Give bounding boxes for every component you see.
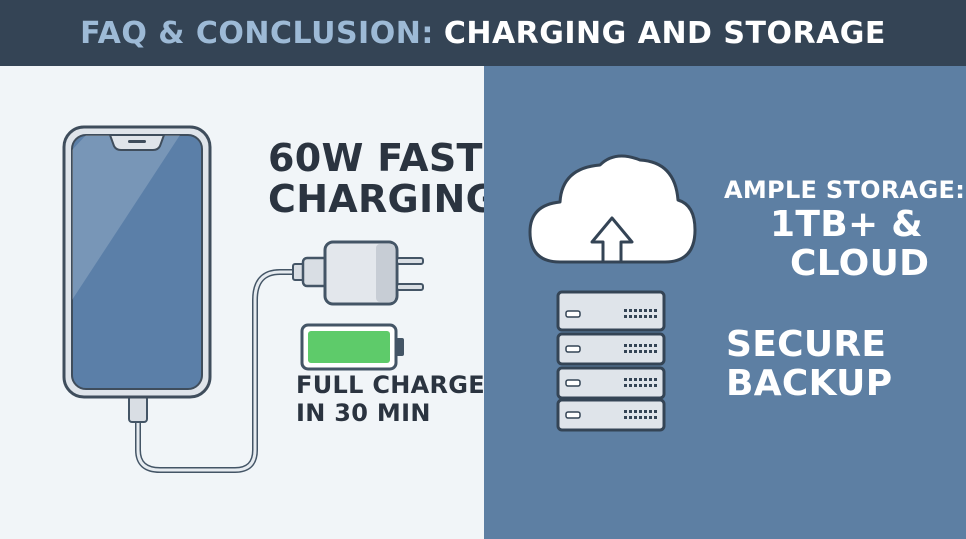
title-banner: FAQ & CONCLUSION: CHARGING AND STORAGE <box>0 0 966 66</box>
title-main: CHARGING AND STORAGE <box>443 15 886 51</box>
charge-time-line1: FULL CHARGE <box>296 371 485 399</box>
backup-label: SECURE BACKUP <box>726 324 893 404</box>
charge-time-line2: IN 30 MIN <box>296 398 431 427</box>
charging-headline: 60W FAST CHARGING <box>268 136 498 222</box>
server-unit <box>556 332 666 366</box>
storage-headline-line3: CLOUD <box>790 242 930 284</box>
backup-label-line1: SECURE <box>726 324 887 365</box>
charge-time-caption: FULL CHARGE IN 30 MIN <box>296 371 485 427</box>
backup-label-line2: BACKUP <box>726 362 893 404</box>
storage-headline: AMPLE STORAGE: 1TB+ & CLOUD <box>724 176 966 284</box>
storage-headline-line1: AMPLE STORAGE: <box>724 176 966 204</box>
storage-headline-line2: 1TB+ & <box>770 203 923 245</box>
charging-headline-line2: CHARGING <box>268 177 498 222</box>
server-unit <box>556 398 666 432</box>
charging-headline-line1: 60W FAST <box>268 136 483 180</box>
title-prefix: FAQ & CONCLUSION: <box>80 15 434 51</box>
server-unit <box>556 366 666 400</box>
server-unit <box>556 290 666 332</box>
